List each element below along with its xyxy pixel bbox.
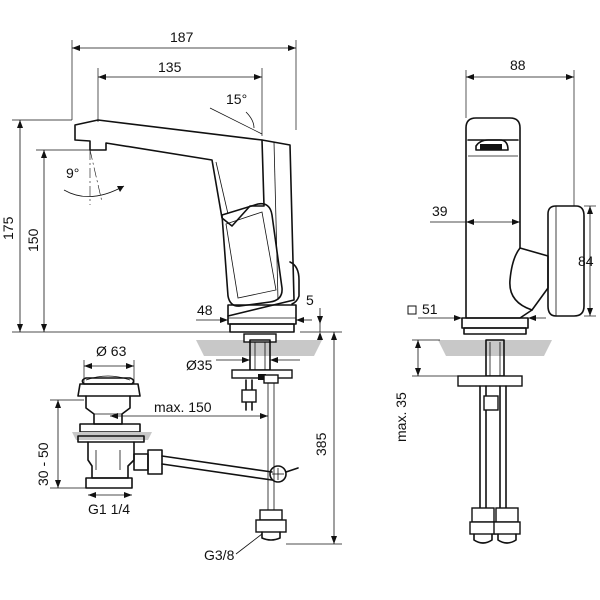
label-waste-height: 30 - 50 — [35, 442, 51, 486]
label-spout-angle: 15° — [226, 91, 247, 107]
faucet-front-view — [461, 117, 585, 335]
label-overall-depth: 88 — [510, 57, 526, 73]
countertop-side — [196, 340, 322, 356]
label-waste-diameter: Ø 63 — [96, 343, 127, 359]
label-connection-thread: G3/8 — [204, 547, 235, 563]
square-symbol — [407, 305, 417, 315]
mounting-shank-side — [231, 333, 293, 541]
label-waste-thread: G1 1/4 — [88, 501, 130, 517]
label-base-lip: 5 — [306, 292, 314, 308]
label-aerator-angle: 9° — [66, 165, 79, 181]
label-overall-length: 187 — [170, 29, 194, 45]
label-shank-diameter: Ø35 — [186, 357, 213, 373]
label-spout-height: 150 — [25, 228, 41, 252]
label-base-height: 48 — [197, 302, 213, 318]
label-flex-hose-length: 385 — [313, 432, 329, 456]
dimension-labels: 187 135 15° 9° 175 150 48 5 Ø35 88 39 84… — [0, 29, 594, 563]
label-max-thickness: max. 35 — [393, 392, 409, 442]
label-base-square: 51 — [422, 301, 438, 317]
label-total-height: 175 — [0, 216, 16, 240]
mounting-shank-front — [457, 339, 523, 544]
label-max-reach: max. 150 — [154, 399, 212, 415]
label-lever-height: 84 — [578, 253, 594, 269]
faucet-side-view — [74, 119, 300, 333]
popup-waste — [72, 375, 299, 489]
dimension-lines — [12, 40, 596, 555]
countertop-front — [438, 340, 552, 356]
label-lever-offset: 39 — [432, 203, 448, 219]
label-spout-reach: 135 — [158, 59, 182, 75]
